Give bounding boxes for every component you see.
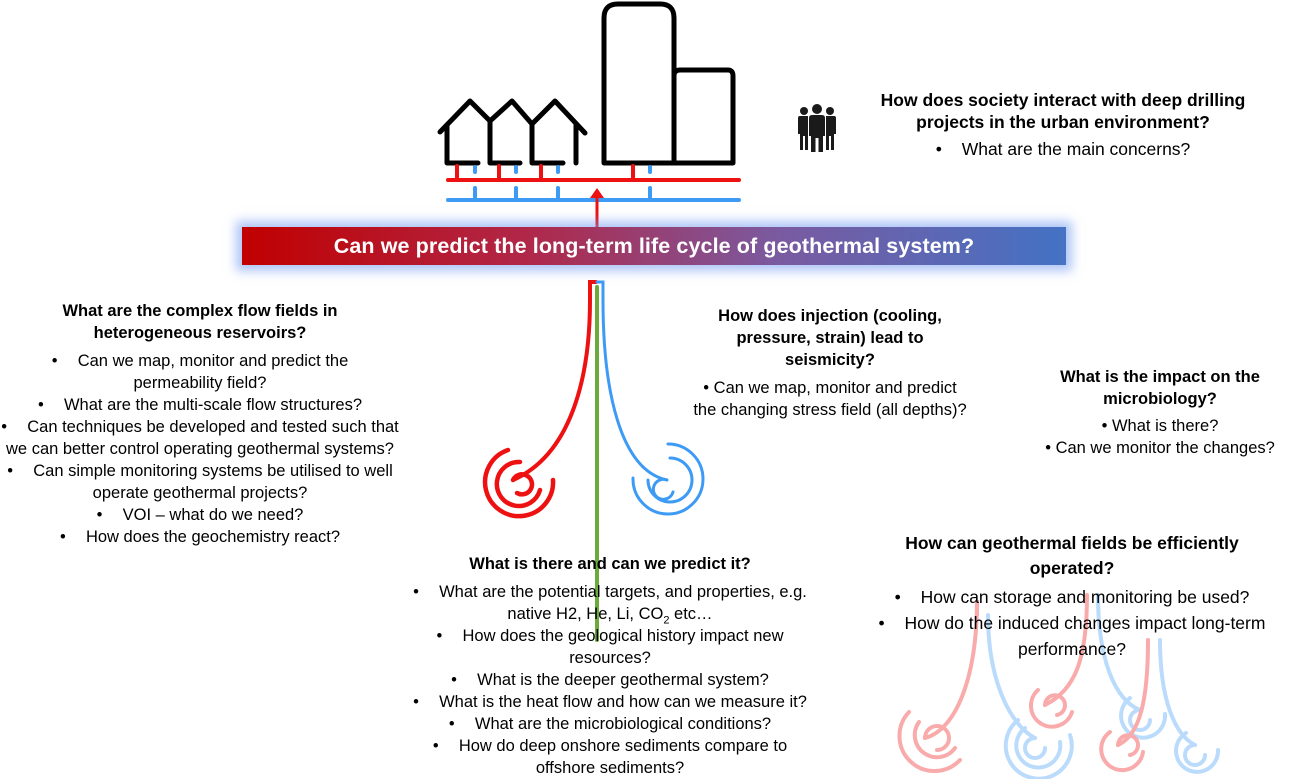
faded-hot-spiral-2 [1028, 688, 1074, 729]
hot-well [511, 280, 598, 482]
microbiology-bullet: • Can we monitor the changes? [1045, 439, 1275, 457]
faded-cold-spiral-2 [1119, 696, 1168, 740]
society-heading: How does society interact with deep dril… [880, 90, 1246, 132]
bullet-text: How do the induced changes impact long-t… [904, 613, 1266, 659]
cold-spiral-icon [631, 442, 705, 516]
bullet-text: What is the deeper geothermal system? [477, 671, 769, 689]
bullet-text-continued: etc… [669, 605, 713, 623]
faded-cold-well-2 [1096, 593, 1142, 712]
bullet-text: How do deep onshore sediments compare to… [458, 737, 788, 777]
bullet-text: Can simple monitoring systems be utilise… [33, 462, 393, 502]
seismicity-block: How does injection (cooling, pressure, s… [690, 305, 970, 421]
bullet-text: Can we map, monitor and predict the perm… [77, 352, 349, 392]
faded-cold-spiral-3 [1174, 731, 1221, 774]
flow-bullet: •Can we map, monitor and predict the per… [51, 352, 349, 392]
microbiology-heading: What is the impact on the microbiology? [1060, 368, 1260, 408]
bullet-text: What are the potential targets, and prop… [439, 583, 807, 601]
supply-arrow-head [590, 188, 604, 198]
resources-heading: What is there and can we predict it? [469, 555, 751, 573]
resources-bullet: •How do deep onshore sediments compare t… [432, 737, 788, 777]
bullet-text: What are the main concerns? [961, 139, 1191, 159]
resources-bullet: •How does the geological history impact … [436, 627, 784, 667]
bullet-text: Can we map, monitor and predict the chan… [693, 379, 967, 419]
building-icon [601, 1, 736, 166]
people-group-icon [798, 104, 836, 152]
resources-bullet: •What are the microbiological conditions… [448, 715, 772, 733]
faded-hot-well-3 [1116, 638, 1150, 747]
subscript: 2 [663, 614, 670, 627]
central-question-banner: Can we predict the long-term life cycle … [242, 227, 1066, 265]
faded-cold-well-1 [986, 613, 1037, 740]
bullet-marker: • [935, 139, 942, 159]
resources-bullet: •What is the deeper geothermal system? [451, 671, 769, 689]
bullet-text: How can storage and monitoring be used? [920, 587, 1250, 607]
microbiology-bullet: • What is there? [1101, 417, 1219, 435]
faded-cold-spiral-1 [1003, 718, 1074, 779]
flow-bullet: •How does the geochemistry react? [59, 528, 341, 546]
flow-bullet: •Can techniques be developed and tested … [1, 418, 399, 458]
flow-bullet: •VOI – what do we need? [96, 506, 304, 524]
operation-bullet: •How do the induced changes impact long-… [878, 613, 1266, 659]
flow-fields-block: What are the complex flow fields in hete… [0, 300, 400, 548]
microbiology-block: What is the impact on the microbiology? … [1020, 366, 1290, 459]
faded-hot-well-2 [1043, 593, 1089, 707]
bullet-text-continued: native H2, He, Li, CO [507, 605, 664, 623]
operation-heading: How can geothermal fields be efficiently… [905, 533, 1239, 578]
bullet-text: How does the geochemistry react? [85, 528, 341, 546]
society-block: How does society interact with deep dril… [848, 89, 1278, 160]
bullet-text: Can techniques be developed and tested s… [6, 418, 399, 458]
bullet-text: What is the heat flow and how can we mea… [439, 693, 807, 711]
seismicity-heading: How does injection (cooling, pressure, s… [718, 307, 942, 369]
society-bullet: • What are the main concerns? [848, 138, 1278, 160]
cold-well [595, 280, 669, 482]
faded-hot-well-1 [923, 599, 979, 740]
resources-bullet: •What is the heat flow and how can we me… [413, 693, 807, 711]
faded-cold-well-3 [1158, 638, 1197, 747]
heat-network [446, 164, 741, 230]
resources-block: What is there and can we predict it? •Wh… [375, 553, 845, 779]
flow-heading: What are the complex flow fields in hete… [62, 302, 338, 342]
bullet-text: How does the geological history impact n… [462, 627, 784, 667]
operation-block: How can geothermal fields be efficiently… [862, 531, 1282, 662]
seismicity-bullet: • Can we map, monitor and predict the ch… [693, 379, 967, 419]
bullet-text: What are the multi-scale flow structures… [63, 396, 363, 414]
flow-bullet: •What are the multi-scale flow structure… [37, 396, 363, 414]
resources-bullet: •What are the potential targets, and pro… [413, 583, 807, 627]
wells [482, 280, 705, 642]
bullet-text: VOI – what do we need? [122, 506, 304, 524]
bullet-text: What are the microbiological conditions? [474, 715, 772, 733]
faded-hot-spiral-3 [1099, 730, 1145, 773]
faded-hot-spiral-1 [897, 710, 962, 774]
bullet-text: Can we monitor the changes? [1055, 439, 1275, 457]
house-icon [437, 98, 588, 166]
central-question: Can we predict the long-term life cycle … [333, 233, 975, 258]
hot-spiral-icon [482, 447, 556, 519]
flow-bullet: •Can simple monitoring systems be utilis… [7, 462, 393, 502]
bullet-text: What is there? [1111, 417, 1219, 435]
operation-bullet: •How can storage and monitoring be used? [894, 587, 1250, 607]
faded-wells [897, 593, 1221, 779]
